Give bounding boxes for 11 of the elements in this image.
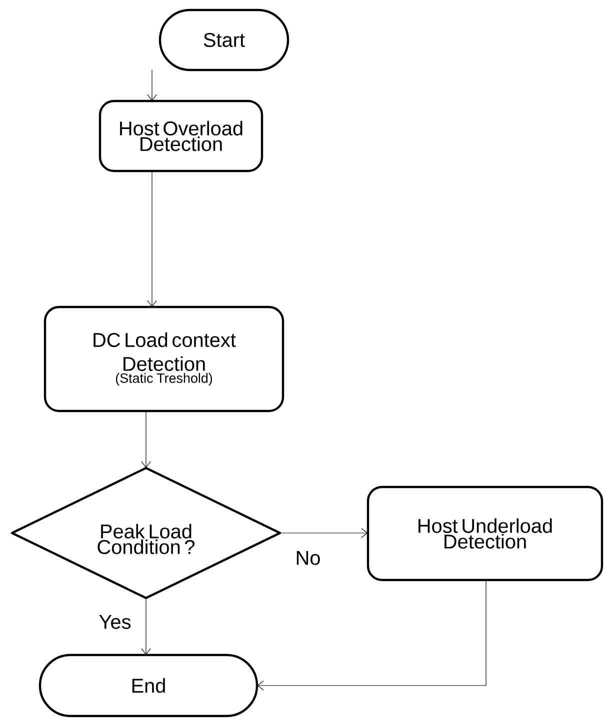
arrow: [141, 410, 151, 468]
arrow: [280, 528, 368, 538]
edge-label: Yes: [98, 614, 132, 630]
edge-label: No: [294, 550, 322, 566]
process-box: Host Underload Detection: [366, 486, 604, 582]
process-box: Host Overload Detection: [98, 100, 264, 172]
arrow: [257, 580, 486, 690]
arrow: [147, 70, 157, 101]
arrow: [147, 170, 157, 307]
process-box: DC Load context Detection (Static Treshold): [44, 306, 284, 412]
arrow: [141, 598, 151, 655]
